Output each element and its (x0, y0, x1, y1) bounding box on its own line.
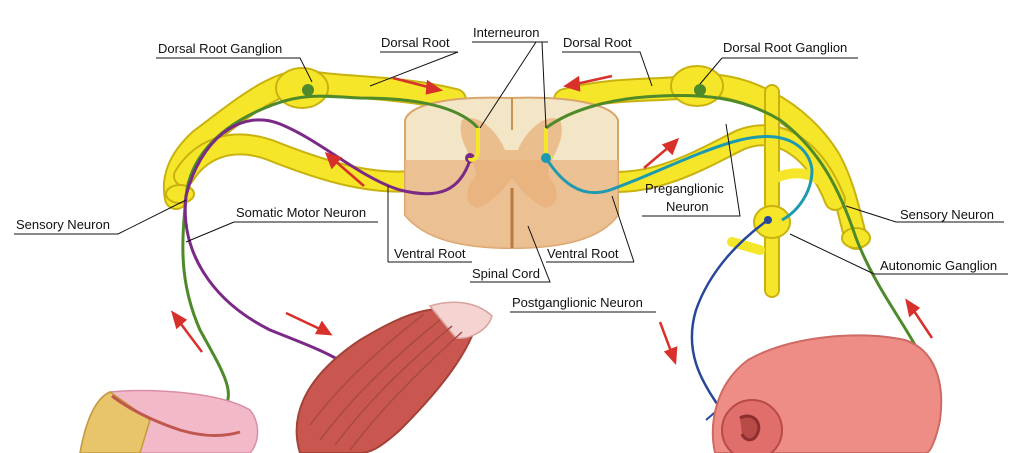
intestine (711, 334, 943, 453)
labels: Dorsal Root Ganglion Dorsal Root Interne… (16, 25, 997, 310)
right-sensory-cell-body (694, 84, 706, 96)
arrow-left-dorsal (392, 76, 444, 95)
arrow-right-preganglionic (643, 137, 680, 169)
label-autonomic-ganglion: Autonomic Ganglion (880, 258, 997, 273)
label-postganglionic-neuron: Postganglionic Neuron (512, 295, 643, 310)
label-drg-left: Dorsal Root Ganglion (158, 41, 282, 56)
postganglionic-neuron-path (690, 218, 769, 409)
preganglionic-neuron-path (544, 135, 814, 222)
signal-direction-arrows (170, 74, 934, 366)
label-spinal-cord: Spinal Cord (472, 266, 540, 281)
autonomic-ganglion-body (753, 205, 791, 239)
leader-lines (14, 41, 1008, 313)
label-ventral-root-right: Ventral Root (547, 246, 619, 261)
skin-receptor (79, 389, 259, 453)
left-sensory-cell-body (302, 84, 314, 96)
label-ventral-root-left: Ventral Root (394, 246, 466, 261)
arrow-motor (285, 311, 333, 336)
skeletal-muscle (295, 301, 493, 453)
left-nerve-roots (162, 67, 467, 210)
arrow-right-dorsal (563, 74, 613, 92)
label-sensory-neuron-left: Sensory Neuron (16, 217, 110, 232)
autonomic-ganglion-cell-body (764, 216, 772, 224)
spinal-cord-gray-matter (460, 118, 562, 208)
preganglionic-cell-body (541, 153, 551, 163)
arrow-sensory-right (905, 298, 934, 339)
somatic-motor-neuron-path (183, 118, 472, 389)
label-drg-right: Dorsal Root Ganglion (723, 40, 847, 55)
label-preganglionic-line1: Preganglionic (645, 181, 724, 196)
label-sensory-neuron-right: Sensory Neuron (900, 207, 994, 222)
left-dorsal-root-ganglion (275, 67, 329, 109)
left-interneuron (468, 128, 480, 162)
label-dorsal-root-right: Dorsal Root (563, 35, 632, 50)
label-somatic-motor-neuron: Somatic Motor Neuron (236, 205, 366, 220)
spinal-cord-section (404, 96, 619, 250)
label-preganglionic-line2: Neuron (666, 199, 709, 214)
label-interneuron: Interneuron (473, 25, 540, 40)
arrow-sensory-left (170, 310, 203, 353)
label-dorsal-root-left: Dorsal Root (381, 35, 450, 50)
arrow-left-ventral (324, 152, 365, 187)
arrow-postganglionic (658, 321, 678, 366)
